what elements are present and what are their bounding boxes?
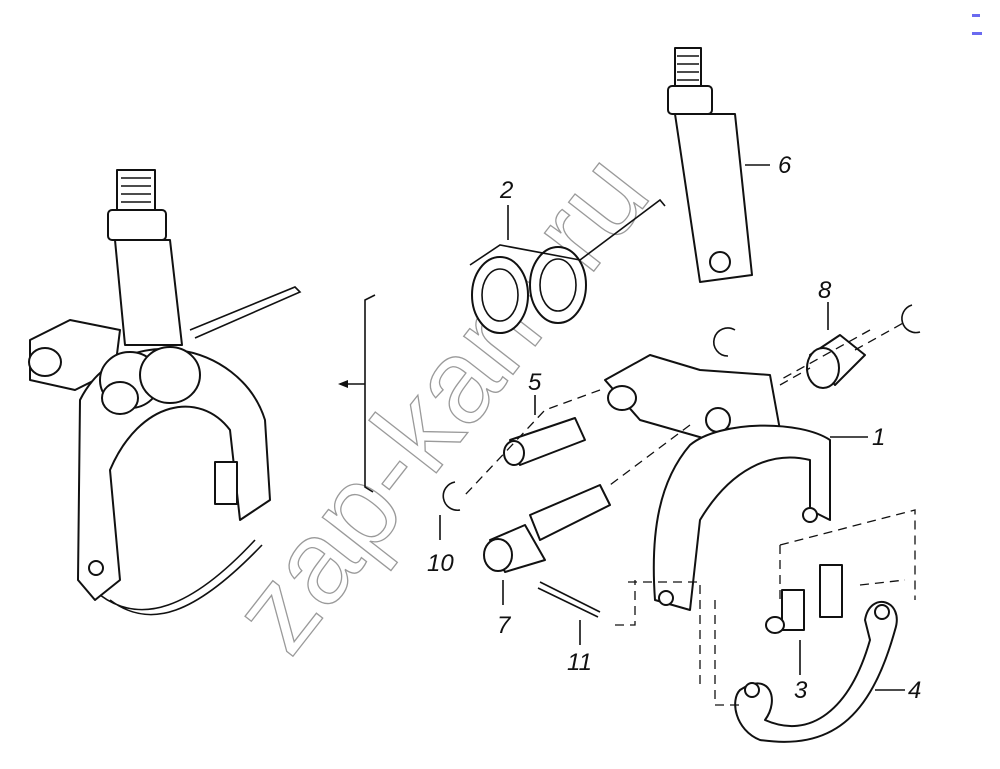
part-1-fork: [604, 354, 831, 611]
part-4-band: [734, 600, 898, 743]
callout-2: 2: [499, 177, 513, 204]
callout-1: 1: [872, 424, 885, 451]
callout-3: 3: [794, 677, 808, 704]
callout-7: 7: [497, 612, 512, 639]
assembled-fork-unit: [28, 169, 302, 616]
part-8-bushing: [806, 334, 866, 389]
part-10-retaining-ring: [442, 481, 461, 512]
callout-4: 4: [908, 677, 921, 704]
arrow-icon: [338, 380, 348, 388]
part-3-shoes: [765, 564, 843, 634]
part-6-shaft: [667, 47, 753, 283]
retaining-ring: [713, 327, 736, 357]
retaining-ring: [901, 304, 921, 334]
callout-8: 8: [818, 277, 832, 304]
watermark: zap-kam.ru: [206, 130, 673, 676]
part-7-pin: [483, 484, 611, 573]
callout-6: 6: [778, 152, 792, 179]
part-2-spring: [469, 198, 666, 334]
callout-10: 10: [427, 550, 454, 577]
callout-11: 11: [567, 649, 592, 676]
corner-mark: [972, 4, 994, 35]
part-5-pin: [503, 417, 586, 466]
bracket: [364, 294, 376, 493]
part-11-cotter-pin: [537, 581, 601, 618]
callout-5: 5: [528, 369, 542, 396]
